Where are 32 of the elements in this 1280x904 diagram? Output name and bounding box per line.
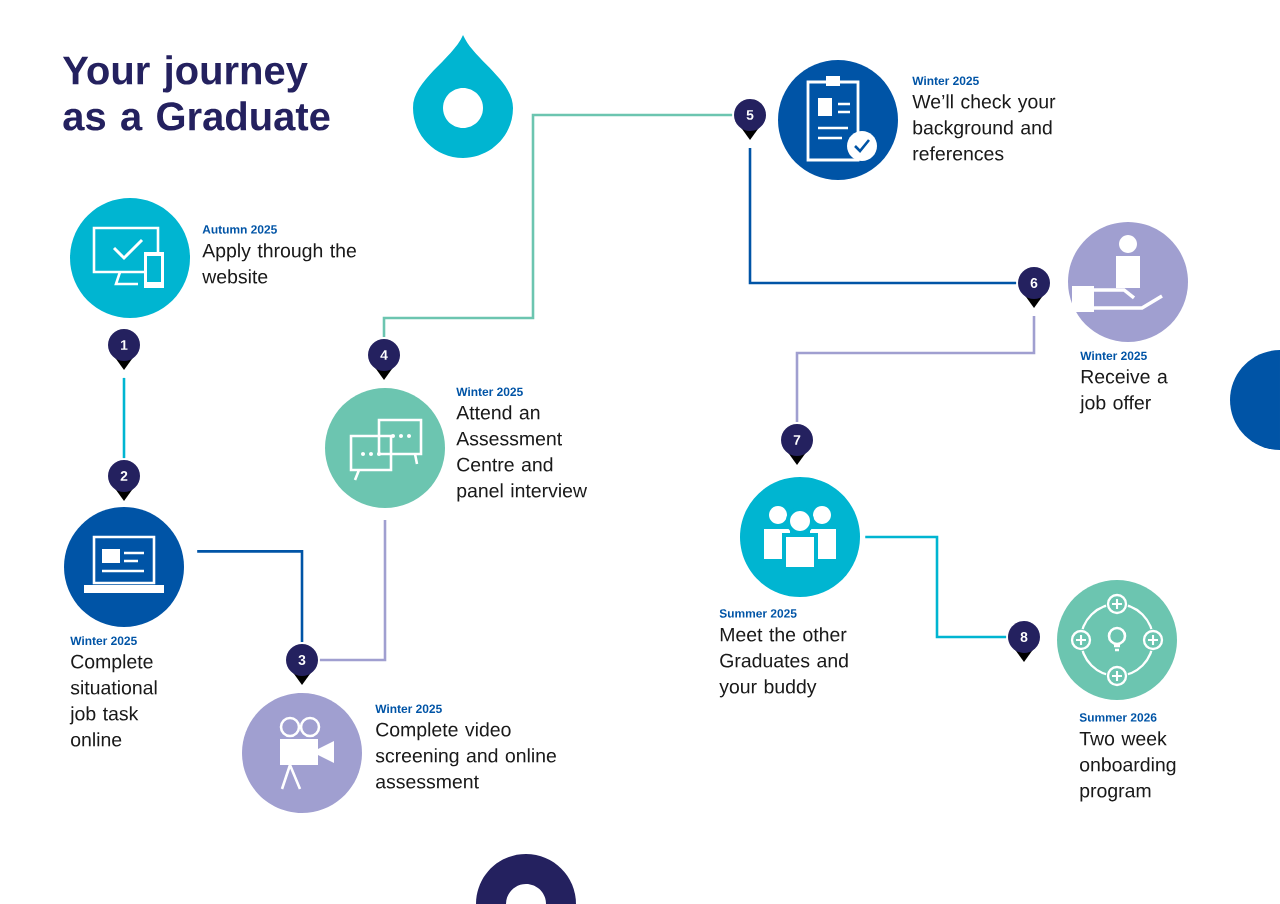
step-description: Two week onboarding program <box>1079 731 1176 802</box>
step-description: Attend an Assessment Centre and panel interview <box>456 405 588 502</box>
step-description: Meet the other Graduates and your buddy <box>719 627 848 698</box>
number-pin: 2 <box>108 460 140 501</box>
step-description: Complete video screening and online assessment <box>375 722 556 789</box>
number-pin: 4 <box>368 339 400 380</box>
connector-line <box>197 550 304 643</box>
connector-line <box>748 147 1017 285</box>
title: Your journey as a Graduate <box>62 55 330 131</box>
date-label: Summer 2026 <box>1079 713 1157 722</box>
step-description: Complete situational job task online <box>69 654 157 747</box>
date-label: Winter 2025 <box>375 704 442 713</box>
number-pin: 7 <box>781 424 813 465</box>
connector-line <box>122 377 126 459</box>
number-pin: 3 <box>286 644 318 685</box>
step-description: Receive a job offer <box>1079 369 1168 414</box>
step-description: We’ll check your background and references <box>912 94 1056 161</box>
number-pin: 5 <box>734 99 766 140</box>
number-pin: 8 <box>1008 621 1040 662</box>
date-label: Autumn 2025 <box>202 225 277 234</box>
connector-line <box>319 519 387 662</box>
date-label: Winter 2025 <box>70 636 137 645</box>
date-label: Winter 2025 <box>1080 351 1147 360</box>
step-description: Apply through the website <box>202 243 356 284</box>
number-pin: 6 <box>1018 267 1050 308</box>
number-pin: 1 <box>108 329 140 370</box>
date-label: Summer 2025 <box>719 609 797 618</box>
date-label: Winter 2025 <box>456 387 523 396</box>
date-label: Winter 2025 <box>912 76 979 85</box>
connector-line <box>865 535 1007 639</box>
connector-line <box>795 315 1036 423</box>
connector-line <box>382 113 733 338</box>
